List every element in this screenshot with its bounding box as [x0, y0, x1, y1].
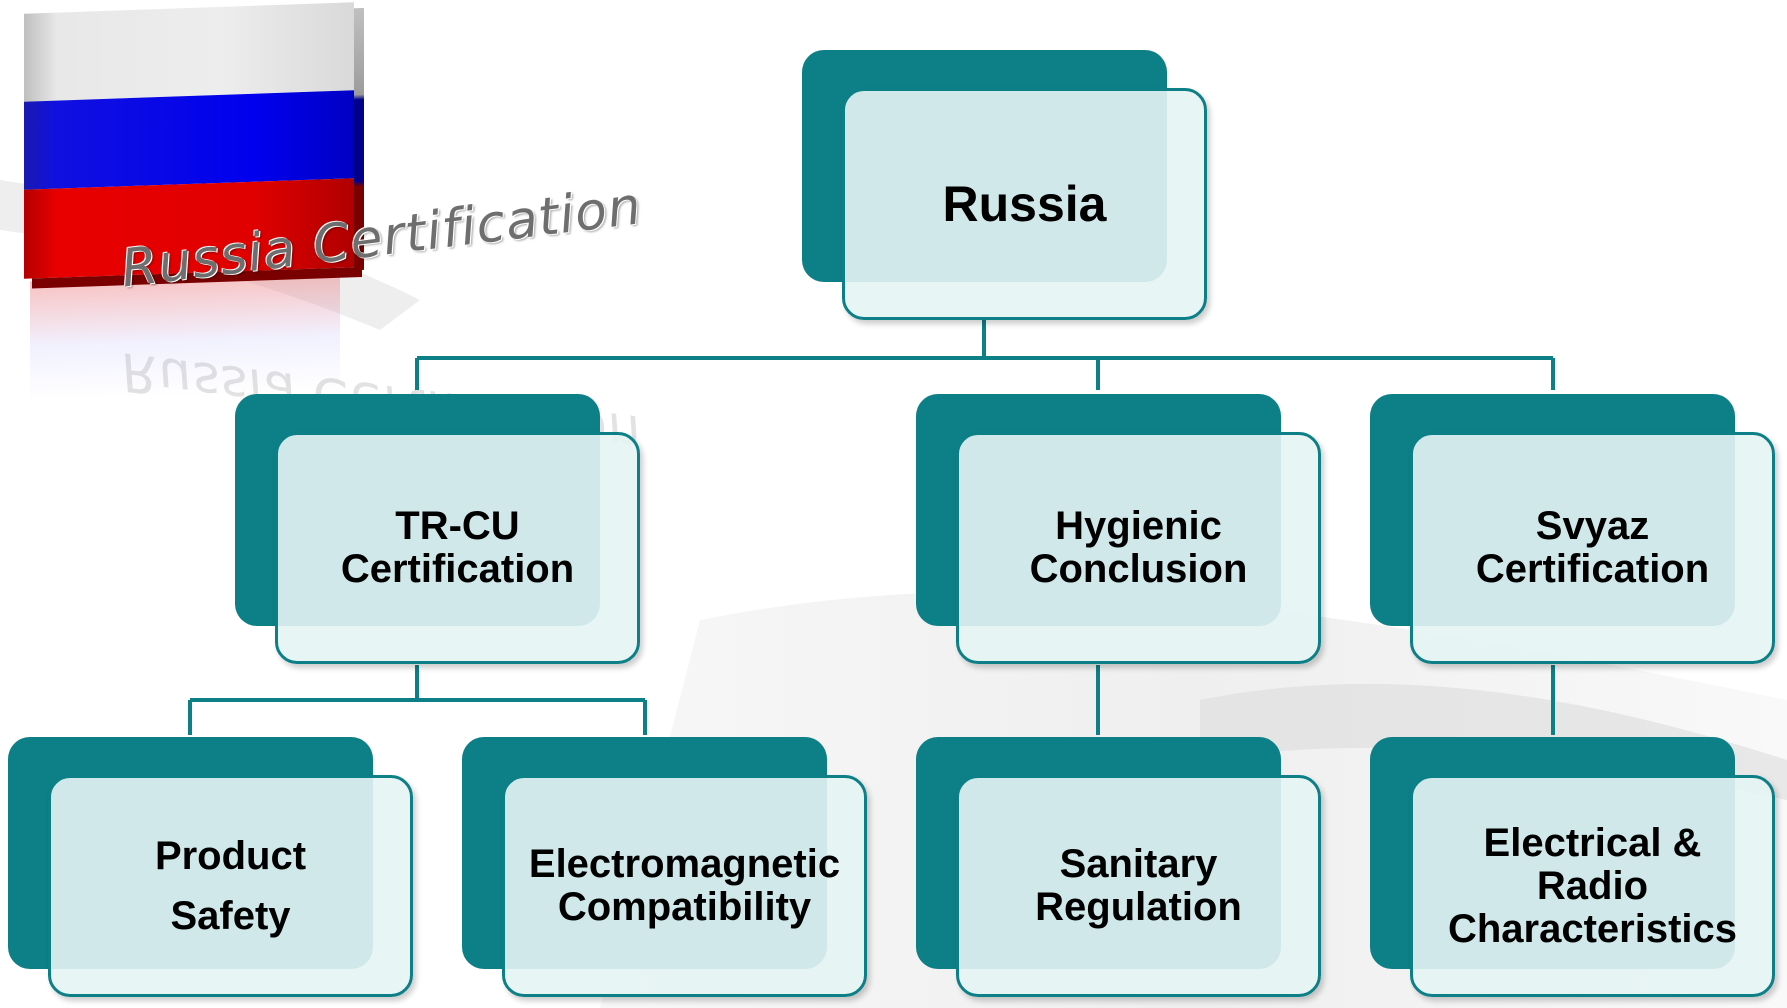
node-label: Svyaz Certification — [1475, 504, 1710, 591]
node-label: Electrical & Radio Characteristics — [1447, 820, 1738, 951]
node-label: Russia — [942, 176, 1107, 232]
node-front: Sanitary Regulation — [956, 775, 1321, 997]
node-label: Hygienic Conclusion — [1029, 504, 1248, 591]
node-front: Electromagnetic Compatibility — [502, 775, 867, 997]
node-front: Russia — [842, 88, 1207, 320]
node-front: Svyaz Certification — [1410, 432, 1775, 664]
node-label: Sanitary Regulation — [1035, 842, 1242, 929]
node-front: Hygienic Conclusion — [956, 432, 1321, 664]
node-label: Electromagnetic Compatibility — [528, 842, 841, 929]
node-label: Product Safety — [154, 834, 307, 938]
node-front: Product Safety — [48, 775, 413, 997]
node-front: Electrical & Radio Characteristics — [1410, 775, 1775, 997]
node-front: TR-CU Certification — [275, 432, 640, 664]
node-label: TR-CU Certification — [340, 504, 575, 591]
